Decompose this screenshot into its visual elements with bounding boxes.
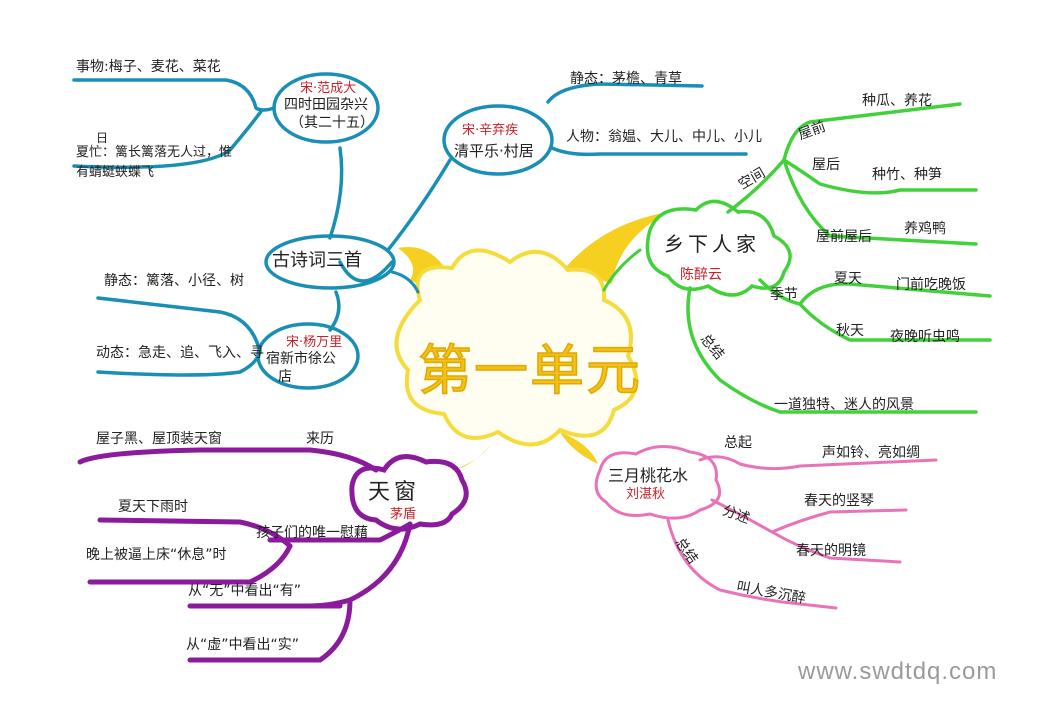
xiangxia-zongjie-leaf: 一道独特、迷人的风景: [774, 397, 914, 413]
poem2-leaf-static: 静态：茅檐、青草: [570, 71, 682, 87]
xiangxia-xiatian: 夏天: [834, 271, 862, 287]
tianchuang-weiyi: 孩子们的唯一慰藉: [256, 525, 368, 541]
taohua-zongqi-leaf: 声如铃、亮如绸: [822, 445, 920, 461]
poem3-author: 宋·杨万里: [286, 335, 343, 350]
poem1-leaf-busy-1: 日: [96, 131, 109, 145]
green-branch: [645, 102, 992, 414]
center-cloud: [394, 248, 639, 447]
gushi-title: 古诗词三首: [272, 250, 362, 271]
tianchuang-author: 茅盾: [390, 507, 417, 522]
xiangxia-author: 陈醉云: [680, 267, 722, 283]
poem1-leaf-busy-3: 有蜻蜓蛱蝶飞: [76, 165, 155, 180]
center-connectors: [390, 248, 642, 294]
purple-branch: [77, 447, 469, 663]
poem2-leaf-people: 人物：翁媪、大儿、中儿、小儿: [566, 129, 762, 145]
center-title: 第一单元: [417, 338, 642, 403]
tianchuang-leaf-night: 晚上被逼上床“休息”时: [86, 547, 227, 563]
yellow-horn-bottom-left: [452, 444, 492, 470]
taohua-fenshu-leaf1: 春天的竖琴: [804, 493, 874, 509]
poem2-author: 宋·辛弃疾: [462, 123, 519, 138]
xiangxia-title: 乡下人家: [664, 232, 760, 256]
poem3-leaf-static: 静态：篱落、小径、树: [104, 273, 244, 289]
xiangxia-jijie: 季节: [770, 287, 798, 303]
poem1-leaf-busy-2: 夏忙：篱长篱落无人过，惟: [76, 145, 233, 160]
xiangxia-wuqian-leaf: 种瓜、养花: [862, 93, 932, 109]
taohua-zongqi: 总起: [724, 435, 752, 451]
tianchuang-title: 天窗: [368, 480, 421, 505]
tianchuang-leaf-summer: 夏天下雨时: [118, 499, 188, 515]
poem1-title-line1: 四时田园杂兴: [284, 97, 368, 113]
watermark: www.swdtdq.com: [798, 658, 998, 685]
poem3-leaf-dynamic: 动态：急走、追、飞入、寻: [96, 345, 264, 361]
tianchuang-leaf-top: 屋子黑、屋顶装天窗: [96, 431, 222, 447]
poem2-title: 清平乐·村居: [454, 142, 534, 160]
taohua-title: 三月桃花水: [608, 466, 689, 485]
xiangxia-qianhou: 屋前屋后: [816, 229, 872, 245]
tianchuang-leaf-wu: 从“无”中看出“有”: [188, 583, 302, 599]
pink-branch: [594, 445, 938, 610]
yellow-horn-bottom-right: [560, 432, 598, 464]
tianchuang-laili: 来历: [306, 431, 334, 447]
xiangxia-wuhou: 屋后: [812, 157, 840, 173]
yellow-horn-right: [560, 212, 668, 284]
xiangxia-wuhou-leaf: 种竹、种笋: [872, 167, 942, 183]
taohua-author: 刘湛秋: [626, 487, 666, 502]
xiangxia-qianhou-leaf: 养鸡鸭: [904, 221, 946, 237]
poem1-author: 宋·范成大: [300, 81, 357, 96]
poem3-title-line1: 宿新市徐公: [266, 351, 336, 367]
poem1-leaf-things: 事物:梅子、麦花、菜花: [76, 59, 221, 75]
poem3-title-line2: 店: [278, 369, 292, 385]
xiangxia-xiatian-leaf: 门前吃晚饭: [896, 277, 966, 293]
xiangxia-qiutian: 秋天: [836, 323, 864, 339]
tianchuang-leaf-xu: 从“虚”中看出“实”: [186, 637, 300, 653]
xiangxia-qiutian-leaf: 夜晚听虫鸣: [890, 329, 960, 345]
blue-branch: [72, 72, 748, 390]
taohua-fenshu-leaf2: 春天的明镜: [796, 543, 866, 559]
poem1-title-line2: （其二十五）: [290, 115, 374, 131]
center-decoration: [394, 212, 668, 470]
